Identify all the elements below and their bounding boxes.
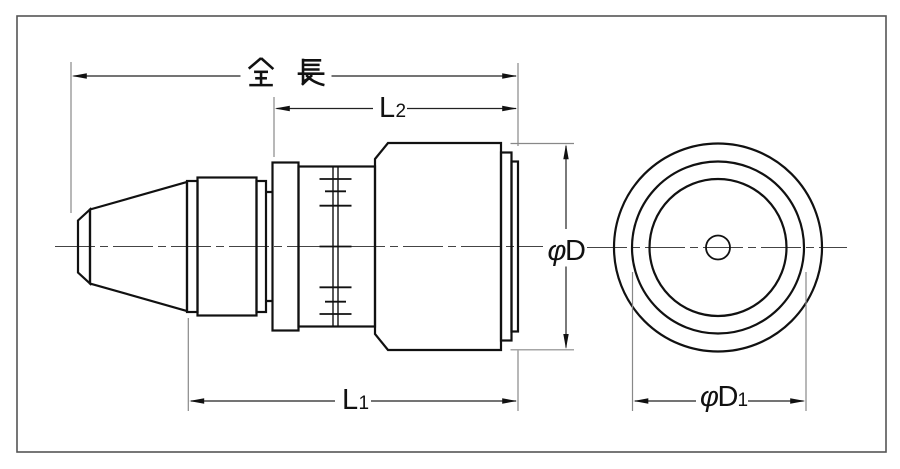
l2-label: L [379,92,395,124]
end-view-middle-circle [630,160,806,335]
arrowhead-left [71,73,87,79]
arrowhead-right [790,398,806,404]
arrowhead-down [563,334,569,349]
end-view [612,142,824,353]
arrowhead-right [502,398,518,404]
arrowhead-right [502,105,518,112]
l2-label-subscript: 2 [396,101,407,122]
end-view-inner-circle [648,177,788,318]
dimension-overall-length: 全 長 [70,57,519,213]
main-body [373,141,503,352]
dimension-l1: L 1 [187,318,519,416]
center-lines [55,245,847,249]
dimension-d1: φ D 1 [631,272,807,413]
arrowhead-up [563,144,569,160]
d1-label-subscript: 1 [738,390,749,411]
overall-length-kanji-cho [297,58,325,87]
l1-label-subscript: 1 [359,393,370,414]
side-view [76,141,520,352]
dimension-d: φ D [510,142,586,351]
front-step-ring-right [255,179,268,314]
dimension-l2: L 2 [273,92,518,157]
arrowhead-left [189,398,205,404]
drawing-border [16,15,887,453]
arrowhead-right [502,73,518,79]
graduation-ticks [319,178,352,315]
arrowhead-left [274,105,290,112]
rear-ring-end [510,160,520,333]
l1-label: L [342,384,358,416]
overall-length-kanji-zen [247,57,275,87]
d-label-phi: φ [548,235,567,267]
d1-label-phi: φ [700,381,719,413]
d1-label: D [718,381,739,413]
end-view-center-hole [705,234,731,261]
end-view-outer-circle [612,142,824,353]
arrowhead-left [633,398,649,404]
d-label: D [565,235,586,267]
